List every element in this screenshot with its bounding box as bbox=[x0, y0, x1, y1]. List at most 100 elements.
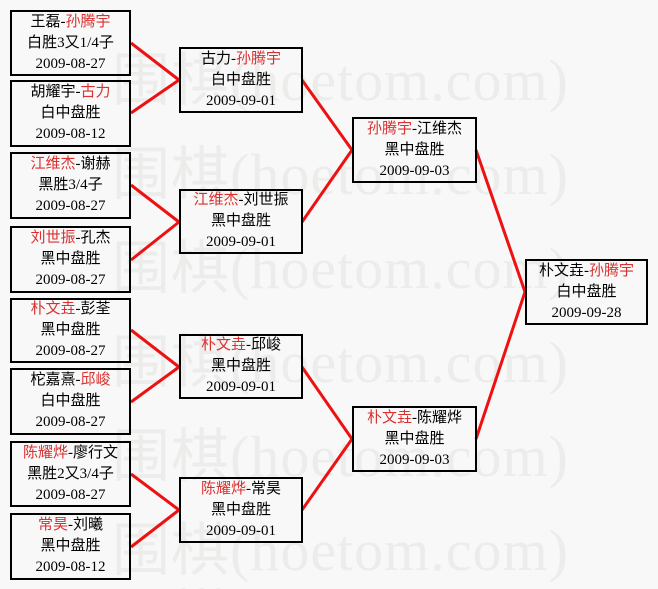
match-box-r2-2: 江维杰-刘世振 黑中盘胜 2009-09-01 bbox=[179, 189, 303, 254]
connector-line bbox=[130, 78, 180, 115]
match-date: 2009-09-01 bbox=[206, 92, 276, 109]
match-players: 朴文垚-陈耀烨 bbox=[367, 408, 462, 429]
match-box-r1-8: 常昊-刘曦 黑中盘胜 2009-08-12 bbox=[10, 513, 131, 580]
match-date: 2009-08-27 bbox=[35, 486, 106, 503]
connector-line bbox=[474, 291, 527, 440]
match-box-r1-6: 柁嘉熹-邱峻 白中盘胜 2009-08-27 bbox=[10, 368, 131, 435]
player-separator: - bbox=[412, 409, 417, 426]
match-result: 黑胜2又3/4子 bbox=[27, 465, 114, 482]
match-box-r1-4: 刘世振-孔杰 黑中盘胜 2009-08-27 bbox=[10, 226, 131, 293]
match-players: 古力-孙腾宇 bbox=[201, 49, 281, 70]
match-result: 黑中盘胜 bbox=[210, 358, 271, 374]
match-players: 朴文垚-孙腾宇 bbox=[539, 261, 634, 282]
player-name: 王磊 bbox=[30, 13, 61, 30]
player-name: 刘世振 bbox=[243, 192, 289, 208]
player-separator: - bbox=[75, 230, 81, 246]
player-name: 刘世振 bbox=[30, 230, 76, 246]
match-result: 黑中盘胜 bbox=[40, 251, 101, 267]
player-separator: - bbox=[60, 13, 66, 30]
match-box-r1-3: 江维杰-谢赫 黑胜3/4子 2009-08-27 bbox=[10, 152, 131, 219]
match-result: 白胜3又1/4子 bbox=[27, 34, 114, 51]
connector-line bbox=[300, 149, 354, 223]
connector-line bbox=[300, 366, 354, 440]
match-box-r1-1: 王磊-孙腾宇 白胜3又1/4子 2009-08-27 bbox=[10, 10, 131, 76]
match-date: 2009-08-27 bbox=[35, 198, 106, 214]
match-players: 江维杰-刘世振 bbox=[193, 190, 288, 211]
player-separator: - bbox=[584, 262, 589, 279]
player-name: 朴文垚 bbox=[30, 301, 76, 317]
match-players: 常昊-刘曦 bbox=[38, 515, 103, 536]
match-players: 江维杰-谢赫 bbox=[30, 154, 110, 175]
player-name: 常昊 bbox=[251, 480, 282, 497]
player-name: 常昊 bbox=[37, 517, 68, 533]
player-name: 谢赫 bbox=[80, 156, 111, 172]
match-box-r2-1: 古力-孙腾宇 白中盘胜 2009-09-01 bbox=[179, 47, 303, 113]
player-name: 江维杰 bbox=[193, 192, 239, 208]
connector-line bbox=[130, 220, 180, 262]
match-date: 2009-09-03 bbox=[379, 451, 450, 468]
match-date: 2009-09-28 bbox=[551, 304, 622, 321]
player-name: 朴文垚 bbox=[200, 337, 246, 353]
match-players: 朴文垚-彭荃 bbox=[30, 299, 110, 320]
player-name: 江维杰 bbox=[417, 120, 463, 137]
match-date: 2009-09-01 bbox=[206, 379, 276, 395]
player-separator: - bbox=[75, 301, 81, 317]
player-name: 孙腾宇 bbox=[366, 120, 412, 137]
connector-line bbox=[300, 79, 354, 151]
match-players: 王磊-孙腾宇 bbox=[30, 12, 110, 33]
match-result: 黑中盘胜 bbox=[210, 501, 271, 518]
match-box-r2-4: 陈耀烨-常昊 黑中盘胜 2009-09-01 bbox=[179, 477, 303, 543]
match-box-final: 朴文垚-孙腾宇 白中盘胜 2009-09-28 bbox=[525, 259, 648, 325]
player-separator: - bbox=[246, 337, 251, 353]
match-result: 白中盘胜 bbox=[40, 393, 101, 409]
match-players: 陈耀烨-廖行文 bbox=[23, 443, 118, 464]
player-name: 孙腾宇 bbox=[589, 262, 635, 279]
player-name: 陈耀烨 bbox=[22, 444, 68, 461]
match-box-r2-3: 朴文垚-邱峻 黑中盘胜 2009-09-01 bbox=[179, 334, 303, 399]
player-separator: - bbox=[238, 192, 244, 208]
player-name: 孔杰 bbox=[80, 230, 111, 246]
match-box-r1-5: 朴文垚-彭荃 黑中盘胜 2009-08-27 bbox=[10, 298, 131, 363]
match-date: 2009-08-27 bbox=[35, 55, 106, 72]
match-result: 白中盘胜 bbox=[210, 71, 271, 88]
connector-line bbox=[130, 365, 180, 404]
player-separator: - bbox=[75, 84, 81, 100]
match-box-sf-2: 朴文垚-陈耀烨 黑中盘胜 2009-09-03 bbox=[352, 406, 477, 472]
match-result: 黑中盘胜 bbox=[384, 430, 445, 447]
player-name: 朴文垚 bbox=[366, 409, 412, 426]
player-name: 胡耀宇 bbox=[30, 84, 76, 100]
match-date: 2009-08-27 bbox=[35, 272, 106, 288]
connector-line bbox=[300, 438, 354, 511]
player-name: 江维杰 bbox=[30, 156, 76, 172]
match-result: 黑中盘胜 bbox=[210, 213, 271, 229]
player-separator: - bbox=[75, 372, 81, 388]
match-box-sf-1: 孙腾宇-江维杰 黑中盘胜 2009-09-03 bbox=[352, 117, 477, 183]
connector-line bbox=[474, 149, 527, 293]
player-name: 彭荃 bbox=[80, 301, 111, 317]
match-date: 2009-08-27 bbox=[35, 343, 106, 359]
player-separator: - bbox=[246, 480, 251, 497]
player-name: 陈耀烨 bbox=[417, 409, 463, 426]
player-separator: - bbox=[231, 50, 236, 67]
match-result: 黑中盘胜 bbox=[40, 538, 101, 554]
match-date: 2009-09-03 bbox=[379, 162, 450, 179]
player-name: 柁嘉熹 bbox=[30, 372, 76, 388]
player-name: 孙腾宇 bbox=[236, 50, 282, 67]
player-name: 邱峻 bbox=[80, 372, 111, 388]
player-separator: - bbox=[412, 120, 417, 137]
connector-line bbox=[130, 41, 180, 82]
match-result: 白中盘胜 bbox=[556, 283, 617, 300]
match-players: 柁嘉熹-邱峻 bbox=[30, 370, 110, 391]
player-name: 刘曦 bbox=[73, 517, 104, 533]
match-date: 2009-09-01 bbox=[206, 234, 276, 250]
match-players: 孙腾宇-江维杰 bbox=[367, 119, 462, 140]
match-box-r1-7: 陈耀烨-廖行文 黑胜2又3/4子 2009-08-27 bbox=[10, 441, 131, 507]
match-date: 2009-08-27 bbox=[35, 414, 106, 430]
match-players: 刘世振-孔杰 bbox=[30, 228, 110, 249]
match-result: 黑中盘胜 bbox=[40, 322, 101, 338]
player-name: 陈耀烨 bbox=[200, 480, 246, 497]
match-result: 黑中盘胜 bbox=[384, 141, 445, 158]
connector-line bbox=[130, 472, 180, 512]
player-name: 古力 bbox=[200, 50, 231, 67]
